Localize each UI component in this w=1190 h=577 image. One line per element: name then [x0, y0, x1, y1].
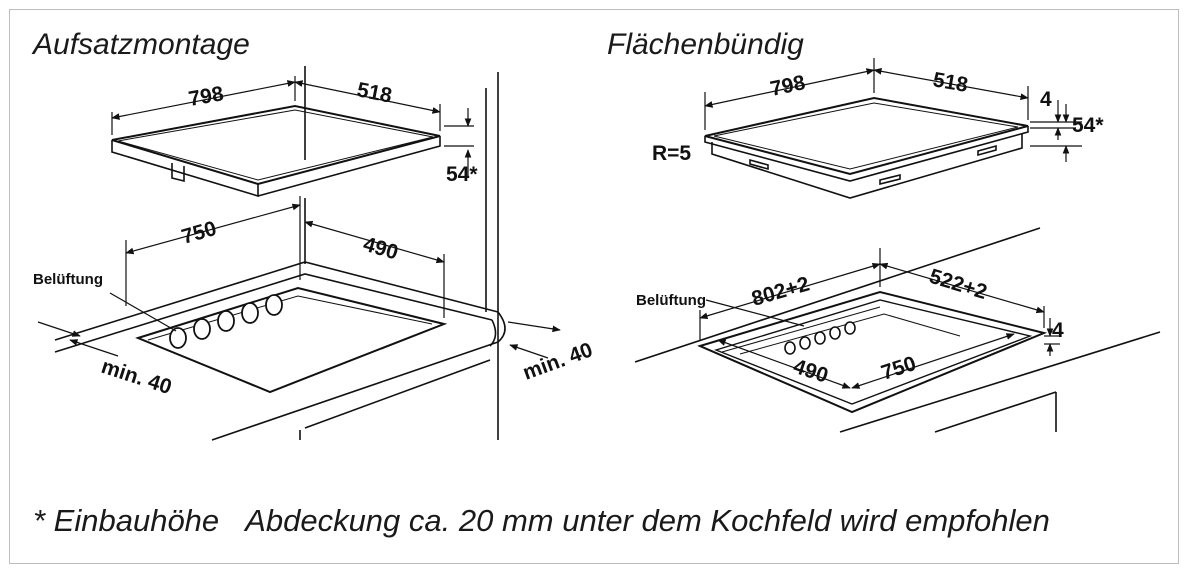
right-height-dimension: 54*: [1072, 114, 1104, 137]
right-cutout-width-dimension: 750: [878, 352, 918, 385]
footnote-marker: * Einbauhöhe: [33, 503, 220, 538]
left-width-dimension: 798: [187, 82, 226, 111]
left-dimension-lines: [37, 76, 561, 359]
left-height-dimension: 54*: [446, 163, 478, 186]
left-wall: [304, 66, 499, 440]
left-cutout-width-dimension: 750: [179, 217, 219, 249]
left-vent-holes: [169, 294, 283, 349]
right-countertop: [634, 227, 1161, 433]
left-cooktop: [111, 104, 441, 198]
right-radius-label: R=5: [652, 142, 691, 165]
title-surface-mount: Aufsatzmontage: [33, 28, 250, 61]
left-min-back-clearance: min. 40: [520, 338, 596, 384]
left-cutout-depth-dimension: 490: [361, 233, 401, 265]
right-vent-holes: [784, 321, 856, 355]
right-rebate-depth-dimension: 522+2: [927, 265, 990, 304]
footnote-text: Abdeckung ca. 20 mm unter dem Kochfeld w…: [245, 503, 1050, 538]
left-min-front-clearance: min. 40: [98, 355, 174, 399]
title-flush-mount: Flächenbündig: [607, 28, 804, 61]
right-rebate-height-dimension: 4: [1052, 319, 1064, 342]
right-cooktop: [704, 96, 1029, 199]
left-countertop: [54, 261, 506, 441]
footnote: * Einbauhöhe Abdeckung ca. 20 mm unter de…: [33, 503, 1050, 539]
right-depth-dimension: 518: [931, 68, 970, 97]
right-rebate-width-dimension: 802+2: [749, 272, 812, 310]
right-ventilation-label: Belüftung: [636, 292, 706, 309]
diagram-frame: [9, 9, 1179, 564]
right-dimension-lines: [699, 58, 1082, 389]
right-width-dimension: 798: [768, 71, 807, 101]
right-frame-dimension: 4: [1040, 88, 1052, 111]
left-ventilation-label: Belüftung: [33, 271, 103, 288]
left-depth-dimension: 518: [355, 78, 394, 107]
